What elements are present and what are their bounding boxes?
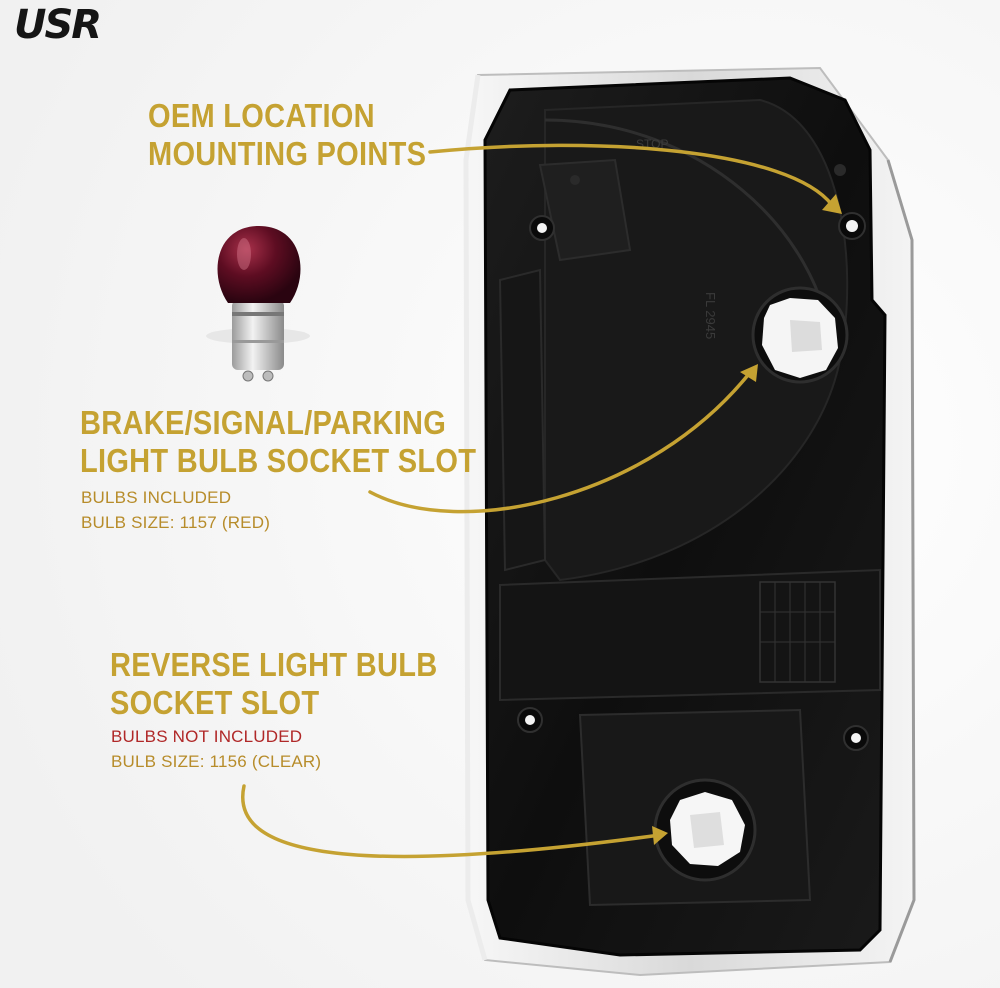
reverse-socket-slot (653, 778, 757, 882)
bulb-1157-image (206, 226, 310, 382)
mounting-leader (428, 143, 834, 207)
brake-note-included: BULBS INCLUDED (81, 488, 232, 507)
brand-logo: USR (14, 2, 102, 48)
brake-note-size: BULB SIZE: 1157 (RED) (81, 513, 271, 532)
callout-leaders (241, 143, 834, 859)
brake-heading-line2: LIGHT BULB SOCKET SLOT (80, 442, 477, 479)
reverse-note-not-included: BULBS NOT INCLUDED (111, 727, 303, 746)
brake-heading-line1: BRAKE/SIGNAL/PARKING (80, 404, 447, 441)
mounting-hole-lower-right (843, 725, 869, 751)
reverse-note-size: BULB SIZE: 1156 (CLEAR) (111, 752, 322, 771)
mounting-hole-top-right (838, 212, 866, 240)
brake-socket-slot (751, 286, 849, 384)
brake-leader (368, 368, 754, 514)
mounting-hole-lower-left (517, 707, 543, 733)
mounting-heading-line2: MOUNTING POINTS (148, 135, 427, 172)
leader-arrowheads (652, 194, 842, 845)
housing-mark-part-code: FL 2945 (703, 292, 718, 339)
reverse-heading-line2: SOCKET SLOT (110, 684, 320, 721)
reverse-heading-line1: REVERSE LIGHT BULB (110, 646, 438, 683)
reverse-leader (241, 784, 662, 859)
mounting-heading-line1: OEM LOCATION (148, 97, 375, 134)
mounting-hole-top-left (529, 215, 555, 241)
